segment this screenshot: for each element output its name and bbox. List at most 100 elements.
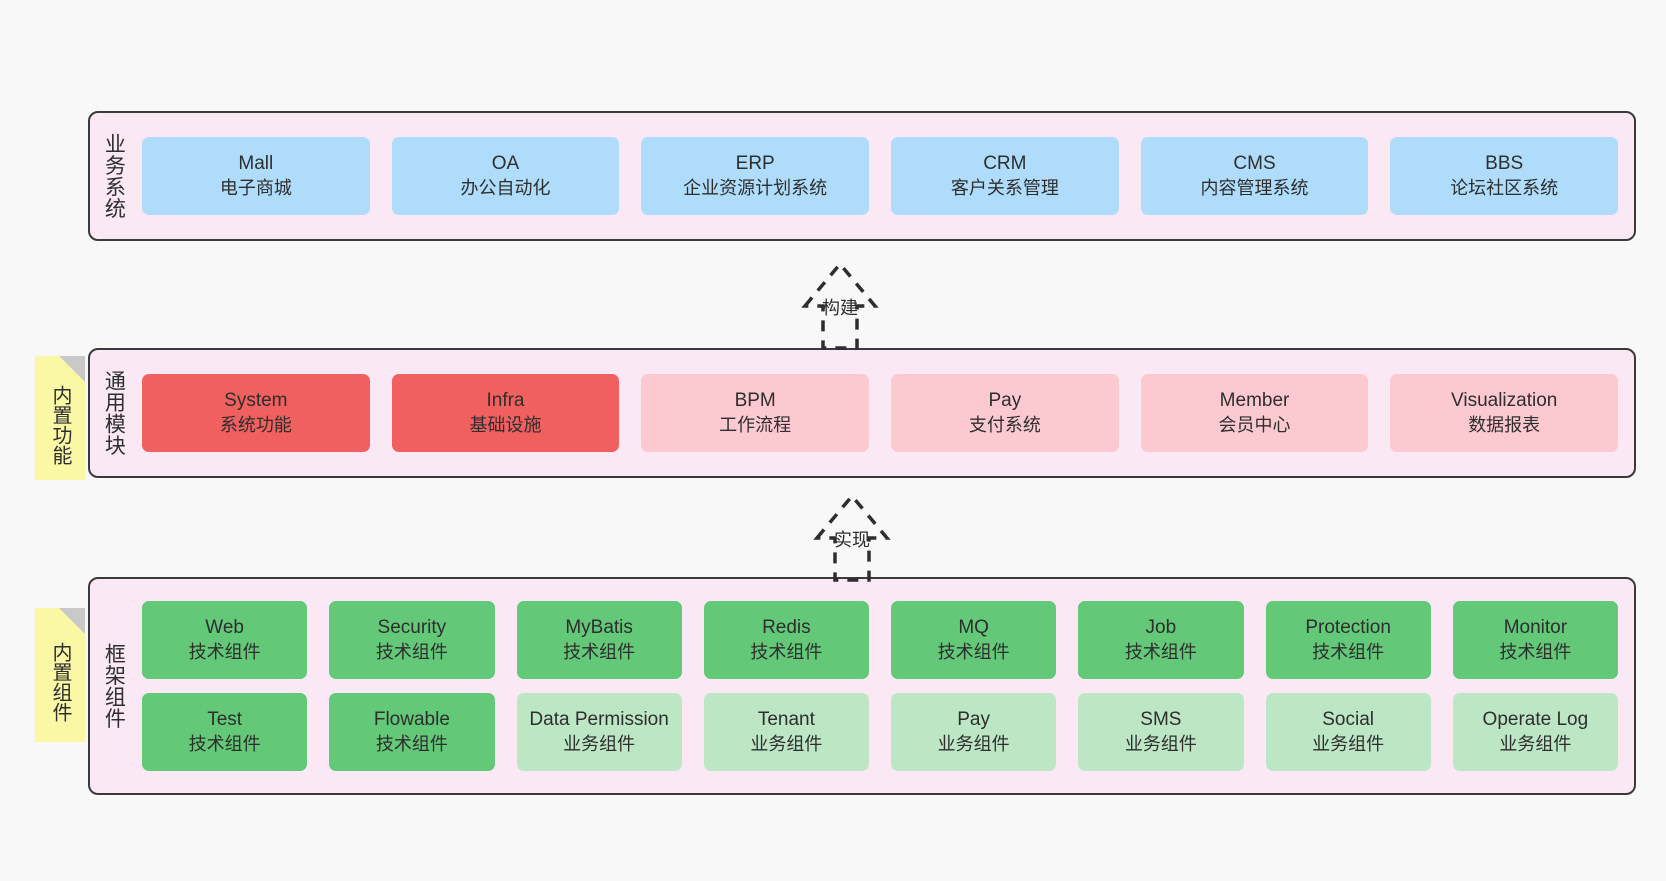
layer-common-modules: 通用模块 System 系统功能 Infra 基础设施 BPM 工作流程 Pay… (88, 348, 1636, 478)
card-title: Web (205, 616, 244, 638)
card-subtitle: 技术组件 (375, 733, 448, 754)
card-flowable[interactable]: Flowable 技术组件 (329, 693, 495, 771)
card-title: Protection (1305, 616, 1391, 638)
layer-title-business: 业务系统 (102, 133, 126, 219)
card-oa[interactable]: OA 办公自动化 (391, 137, 620, 215)
card-mq[interactable]: MQ 技术组件 (891, 601, 1057, 679)
card-subtitle: 技术组件 (937, 641, 1010, 662)
card-bpm[interactable]: BPM 工作流程 (641, 374, 870, 452)
card-row: Web 技术组件 Security 技术组件 MyBatis 技术组件 Redi… (142, 601, 1618, 679)
card-subtitle: 技术组件 (1499, 641, 1572, 662)
card-subtitle: 支付系统 (968, 414, 1041, 435)
card-subtitle: 技术组件 (188, 733, 261, 754)
arrow-build-label: 构建 (822, 298, 858, 318)
arrow-implement-label: 实现 (834, 530, 870, 550)
card-title: CMS (1233, 152, 1276, 174)
card-title: SMS (1140, 708, 1182, 730)
card-tenant[interactable]: Tenant 业务组件 (703, 693, 869, 771)
card-title: CRM (983, 152, 1027, 174)
card-row: Mall 电子商城 OA 办公自动化 ERP 企业资源计划系统 CRM 客户关系… (142, 137, 1619, 215)
card-monitor[interactable]: Monitor 技术组件 (1452, 601, 1618, 679)
sticky-note-builtin-features: 内置功能 (35, 356, 85, 480)
layer-business-systems: 业务系统 Mall 电子商城 OA 办公自动化 ERP 企业资源计划系统 CRM… (88, 111, 1636, 241)
card-subtitle: 技术组件 (1124, 641, 1197, 662)
layer-title-modules: 通用模块 (102, 370, 126, 456)
card-crm[interactable]: CRM 客户关系管理 (891, 137, 1119, 215)
dashed-up-arrow-icon (813, 493, 891, 582)
card-security[interactable]: Security 技术组件 (329, 601, 495, 679)
card-title: OA (491, 152, 520, 174)
card-subtitle: 技术组件 (750, 641, 823, 662)
card-subtitle: 技术组件 (1312, 641, 1385, 662)
card-subtitle: 论坛社区系统 (1450, 177, 1559, 198)
card-title: Mall (238, 152, 274, 174)
card-subtitle: 内容管理系统 (1200, 177, 1309, 198)
card-title: ERP (735, 152, 775, 174)
card-subtitle: 客户关系管理 (950, 177, 1059, 198)
card-title: MQ (958, 616, 989, 638)
card-subtitle: 业务组件 (750, 733, 823, 754)
card-sms[interactable]: SMS 业务组件 (1078, 693, 1244, 771)
card-title: Security (377, 616, 447, 638)
sticky-note-builtin-components: 内置组件 (35, 608, 85, 742)
arrow-build: 构建 (760, 258, 920, 353)
card-protection[interactable]: Protection 技术组件 (1265, 601, 1431, 679)
card-operate-log[interactable]: Operate Log 业务组件 (1452, 693, 1618, 771)
arrow-implement: 实现 (772, 490, 932, 585)
dashed-up-arrow-icon (801, 261, 879, 350)
card-test[interactable]: Test 技术组件 (142, 693, 308, 771)
layer-framework-components: 框架组件 Web 技术组件 Security 技术组件 MyBatis 技术组件… (88, 577, 1636, 795)
sticky-note-label: 内置组件 (49, 642, 71, 722)
card-subtitle: 会员中心 (1218, 414, 1291, 435)
card-title: Data Permission (529, 708, 669, 730)
card-subtitle: 电子商城 (219, 177, 292, 198)
card-system[interactable]: System 系统功能 (142, 374, 370, 452)
layer-body-business: Mall 电子商城 OA 办公自动化 ERP 企业资源计划系统 CRM 客户关系… (136, 113, 1634, 239)
card-subtitle: 工作流程 (719, 414, 792, 435)
card-member[interactable]: Member 会员中心 (1140, 374, 1369, 452)
card-job[interactable]: Job 技术组件 (1078, 601, 1244, 679)
card-subtitle: 业务组件 (563, 733, 636, 754)
card-redis[interactable]: Redis 技术组件 (703, 601, 869, 679)
card-title: Flowable (373, 708, 450, 730)
card-subtitle: 技术组件 (375, 641, 448, 662)
layer-body-framework: Web 技术组件 Security 技术组件 MyBatis 技术组件 Redi… (136, 579, 1634, 793)
card-mybatis[interactable]: MyBatis 技术组件 (516, 601, 682, 679)
card-title: Monitor (1503, 616, 1568, 638)
card-infra[interactable]: Infra 基础设施 (391, 374, 620, 452)
card-subtitle: 数据报表 (1468, 414, 1541, 435)
card-title: BPM (734, 389, 776, 411)
layer-title-framework: 框架组件 (102, 643, 126, 729)
card-row: System 系统功能 Infra 基础设施 BPM 工作流程 Pay 支付系统… (142, 374, 1619, 452)
card-subtitle: 业务组件 (1499, 733, 1572, 754)
card-social[interactable]: Social 业务组件 (1265, 693, 1431, 771)
card-pay-component[interactable]: Pay 业务组件 (891, 693, 1057, 771)
card-erp[interactable]: ERP 企业资源计划系统 (641, 137, 870, 215)
card-title: Pay (988, 389, 1022, 411)
card-title: Pay (957, 708, 990, 730)
card-data-permission[interactable]: Data Permission 业务组件 (516, 693, 682, 771)
card-cms[interactable]: CMS 内容管理系统 (1140, 137, 1369, 215)
card-title: Social (1322, 708, 1374, 730)
card-title: MyBatis (565, 616, 633, 638)
card-title: Test (207, 708, 243, 730)
card-pay-module[interactable]: Pay 支付系统 (891, 374, 1119, 452)
card-mall[interactable]: Mall 电子商城 (142, 137, 370, 215)
card-web[interactable]: Web 技术组件 (142, 601, 308, 679)
card-row: Test 技术组件 Flowable 技术组件 Data Permission … (142, 693, 1618, 771)
card-title: Member (1219, 389, 1290, 411)
card-subtitle: 办公自动化 (460, 177, 551, 198)
card-title: Job (1145, 616, 1177, 638)
card-subtitle: 基础设施 (469, 414, 542, 435)
layer-body-modules: System 系统功能 Infra 基础设施 BPM 工作流程 Pay 支付系统… (136, 350, 1634, 476)
sticky-note-label: 内置功能 (49, 385, 71, 465)
card-subtitle: 系统功能 (219, 414, 292, 435)
card-subtitle: 业务组件 (937, 733, 1010, 754)
card-title: Operate Log (1482, 708, 1589, 730)
card-title: Visualization (1451, 389, 1558, 411)
card-bbs[interactable]: BBS 论坛社区系统 (1390, 137, 1619, 215)
card-subtitle: 技术组件 (188, 641, 261, 662)
card-visualization[interactable]: Visualization 数据报表 (1390, 374, 1619, 452)
card-title: Tenant (757, 708, 815, 730)
